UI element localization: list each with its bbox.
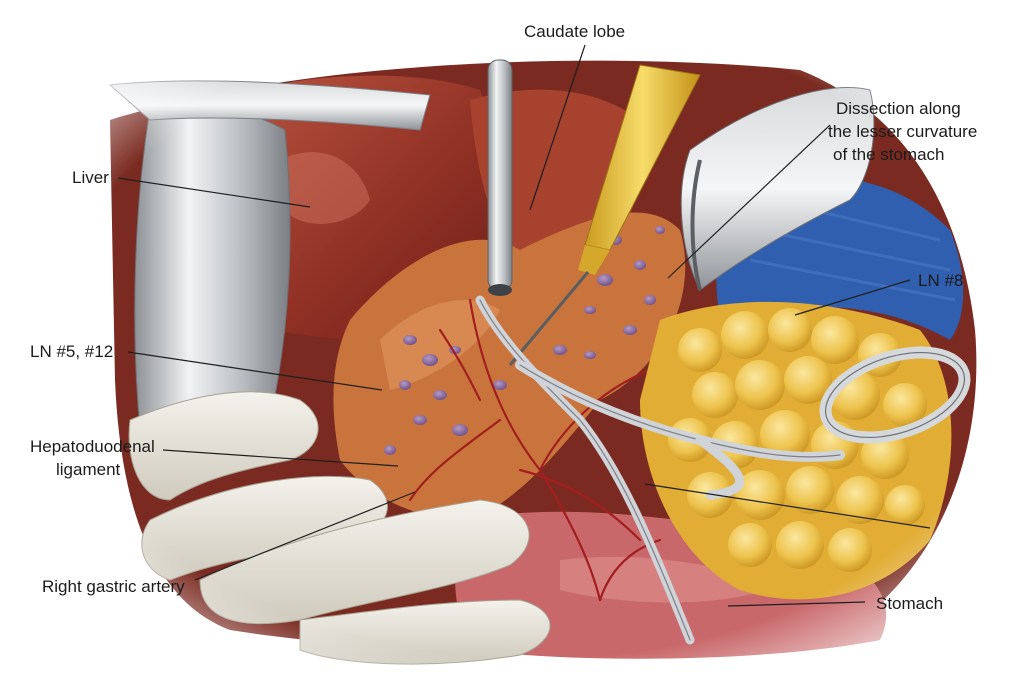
label-stomach: Stomach [876, 594, 944, 613]
label-hepatoduodenal-line1: Hepatoduodenal [30, 437, 155, 456]
leader-caudate-lobe [529, 44, 586, 211]
label-dissection-line3: of the stomach [833, 145, 945, 164]
leader-right-gastric [194, 491, 416, 581]
label-ln8: LN #8 [918, 271, 964, 290]
label-hepatoduodenal-line2: ligament [56, 460, 121, 479]
label-dissection-line1: Dissection along [836, 99, 961, 118]
leader-hepatoduodenal [162, 449, 399, 467]
leader-ln8 [794, 279, 911, 316]
leader-ln5-12 [127, 351, 383, 391]
label-dissection-line2: the lesser curvature [828, 122, 978, 141]
leader-stomach [727, 601, 866, 607]
label-right-gastric-artery: Right gastric artery [42, 577, 185, 596]
leader-liver [117, 177, 311, 208]
leader-lines [117, 44, 931, 607]
leader-dissection [667, 124, 831, 279]
label-caudate-lobe: Caudate lobe [524, 22, 626, 41]
label-liver: Liver [72, 168, 109, 187]
leader-stomach-2 [644, 483, 931, 529]
label-ln5-12: LN #5, #12 [30, 342, 114, 361]
